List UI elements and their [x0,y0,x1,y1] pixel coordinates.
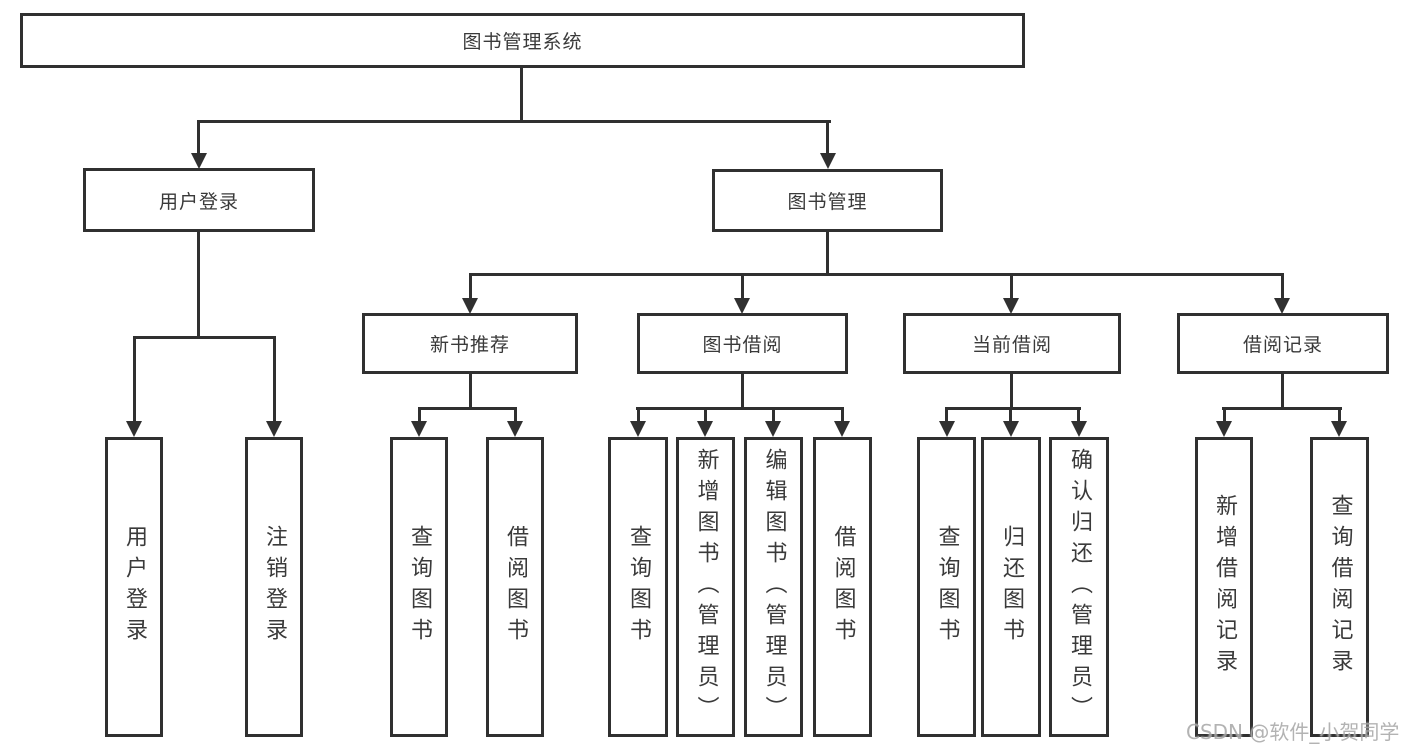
node-book-management-label: 图书管理 [787,191,868,213]
node-leaf-confirm-return-admin-box: 确认归还（管理员） [1049,437,1109,737]
watermark-text: CSDN @软件_小贺同学 [1186,720,1400,744]
connector-line [1010,273,1013,298]
node-leaf-query-borrow-record-label: 查询借阅记录 [1327,494,1353,680]
arrow-down-icon [1003,421,1019,437]
node-leaf-query-books-borrowing-label: 查询图书 [626,525,651,649]
node-leaf-borrow-books-recommend-label: 借阅图书 [503,525,528,649]
connector-line [469,273,1282,276]
connector-line [197,232,200,336]
connector-line [469,374,472,407]
connector-line [772,407,775,421]
arrow-down-icon [191,153,207,169]
arrow-down-icon [820,153,836,169]
connector-line [1223,407,1226,421]
arrow-down-icon [266,421,282,437]
connector-line [133,336,276,339]
connector-line [198,120,831,123]
arrow-down-icon [1331,421,1347,437]
node-leaf-return-books-label: 归还图书 [999,525,1024,649]
node-leaf-query-books-recommend-box: 查询图书 [390,437,448,737]
node-user-login-label: 用户登录 [158,190,239,213]
arrow-down-icon [939,421,955,437]
connector-line [826,232,829,273]
arrow-down-icon [462,298,478,314]
connector-line [945,407,948,421]
node-leaf-logout-box: 注销登录 [245,437,303,737]
node-leaf-query-books-current-box: 查询图书 [917,437,976,737]
node-leaf-user-login-label: 用户登录 [122,525,147,649]
arrow-down-icon [765,421,781,437]
connector-line [469,273,472,298]
connector-line [704,407,707,421]
node-leaf-add-borrow-record-box: 新增借阅记录 [1195,437,1253,737]
node-new-book-recommend-box: 新书推荐 [362,313,578,374]
node-borrowing-records-label: 借阅记录 [1242,334,1323,356]
arrow-down-icon [1274,298,1290,314]
connector-line [418,407,517,410]
node-leaf-logout-label: 注销登录 [262,525,287,649]
node-book-borrowing-label: 图书借阅 [702,334,783,356]
connector-line [1281,273,1284,298]
node-leaf-query-books-recommend-label: 查询图书 [407,525,432,649]
node-book-management-box: 图书管理 [712,169,943,232]
node-leaf-borrow-books-borrowing-label: 借阅图书 [830,525,856,649]
node-leaf-query-books-current-label: 查询图书 [934,525,960,649]
connector-line [637,407,640,421]
connector-line [1010,374,1013,407]
node-current-borrowing-label: 当前借阅 [971,334,1052,356]
node-leaf-add-books-admin-label: 新增图书（管理员） [693,447,719,727]
connector-line [520,68,523,120]
node-root-label: 图书管理系统 [462,31,583,53]
node-borrowing-records-box: 借阅记录 [1177,313,1389,374]
node-leaf-query-borrow-record-box: 查询借阅记录 [1310,437,1369,737]
connector-line [945,407,1081,410]
connector-line [418,407,421,421]
node-leaf-user-login-box: 用户登录 [105,437,163,737]
connector-line [826,120,829,153]
connector-line [1338,407,1341,421]
arrow-down-icon [126,421,142,437]
connector-line [1222,407,1342,410]
node-new-book-recommend-label: 新书推荐 [429,334,510,356]
connector-line [273,336,276,421]
arrow-down-icon [697,421,713,437]
arrow-down-icon [1003,298,1019,314]
arrow-down-icon [834,421,850,437]
node-leaf-add-borrow-record-label: 新增借阅记录 [1212,494,1237,680]
arrow-down-icon [630,421,646,437]
arrow-down-icon [507,421,523,437]
connector-line [636,407,844,410]
connector-line [741,273,744,298]
node-leaf-add-books-admin-box: 新增图书（管理员） [676,437,735,737]
connector-line [741,374,744,407]
connector-line [133,336,136,421]
connector-line [841,407,844,421]
arrow-down-icon [1216,421,1232,437]
connector-line [1281,374,1284,407]
arrow-down-icon [1071,421,1087,437]
arrow-down-icon [411,421,427,437]
node-current-borrowing-box: 当前借阅 [903,313,1121,374]
node-leaf-borrow-books-recommend-box: 借阅图书 [486,437,544,737]
connector-line [197,120,200,153]
node-user-login-box: 用户登录 [83,168,315,232]
node-leaf-return-books-box: 归还图书 [981,437,1041,737]
connector-line [1077,407,1080,421]
node-root-box: 图书管理系统 [20,13,1025,68]
arrow-down-icon [734,298,750,314]
connector-line [1009,407,1012,421]
connector-line [514,407,517,421]
node-leaf-edit-books-admin-box: 编辑图书（管理员） [744,437,803,737]
node-leaf-edit-books-admin-label: 编辑图书（管理员） [761,447,787,727]
node-leaf-borrow-books-borrowing-box: 借阅图书 [813,437,872,737]
node-leaf-confirm-return-admin-label: 确认归还（管理员） [1067,447,1092,727]
node-book-borrowing-box: 图书借阅 [637,313,848,374]
node-leaf-query-books-borrowing-box: 查询图书 [608,437,668,737]
